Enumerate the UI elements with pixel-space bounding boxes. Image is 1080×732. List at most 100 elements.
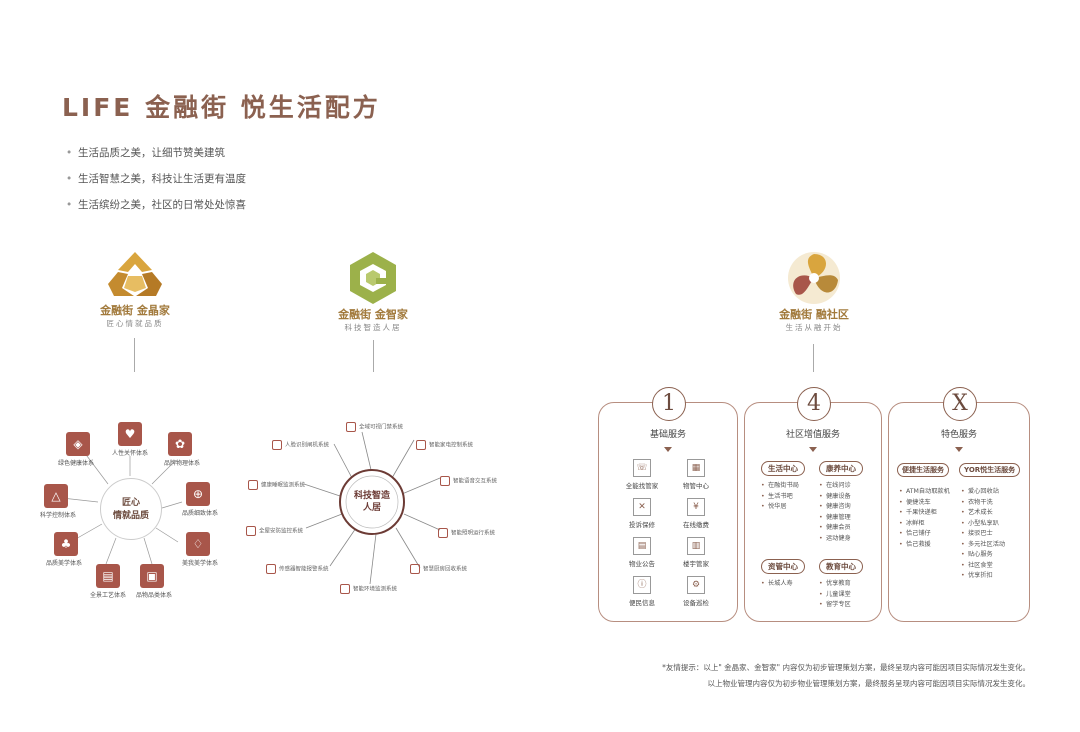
- zh-node-label: 传感器智能报警系统: [279, 566, 329, 573]
- radial-node-icon: ♢: [186, 532, 210, 556]
- zh-node: 传感器智能报警系统: [266, 564, 329, 574]
- group-pill: 便捷生活服务: [897, 463, 949, 477]
- bullet-item: 生活智慧之美，科技让生活更有温度: [66, 166, 246, 192]
- bullet-list: 生活品质之美，让细节赞美建筑 生活智慧之美，科技让生活更有温度 生活缤纷之美，社…: [66, 140, 246, 218]
- group-item: 健康咨询: [819, 502, 851, 513]
- zh-node-label: 全域可视门禁系统: [359, 424, 404, 431]
- radial-node-icon: ▤: [96, 564, 120, 588]
- hub-line: 匠心: [121, 498, 140, 508]
- zh-node-label: 人脸识别闸机系统: [285, 442, 330, 449]
- divider: [373, 340, 374, 372]
- card-title: 基础服务: [649, 430, 686, 440]
- zh-node-icon: [410, 564, 420, 574]
- group-pill: 教育中心: [819, 559, 863, 574]
- group-item: 多元社区活动: [961, 540, 1005, 551]
- radial-label: 品牌物理体系: [164, 460, 201, 467]
- hub-line: 情就品质: [112, 511, 149, 521]
- service-item: ☏全能找管家: [615, 459, 669, 490]
- group-item: 悦华居: [761, 502, 799, 513]
- service-item: ¥在线缴费: [669, 498, 723, 529]
- group-item: 儿童课堂: [819, 590, 851, 601]
- service-item: ▤物业公告: [615, 537, 669, 568]
- disclaimer-note: 以上物业管理内容仅为初步物业管理策划方案，最终服务呈现内容可能因项目实际情况发生…: [707, 679, 1031, 688]
- divider: [813, 344, 814, 372]
- radial-label: 美我美学体系: [182, 560, 219, 567]
- group-item: 生活书吧: [761, 492, 799, 503]
- group-item: 长城人寿: [761, 579, 793, 590]
- service-label: 投诉保修: [629, 521, 655, 529]
- group-item: 健康会员: [819, 523, 851, 534]
- service-item: ▥ 楼宇管家: [669, 537, 723, 568]
- card-value-added-service: 4 社区增值服务 生活中心 在融街书局 生活书吧 悦华居 康养中心 在线问诊 健…: [744, 387, 882, 622]
- zh-node: 全域可视门禁系统: [346, 422, 403, 432]
- group-item: 接驳巴士: [961, 529, 1005, 540]
- service-item: ✕ 投诉保修: [615, 498, 669, 529]
- zh-node-label: 智能环境监测系统: [353, 586, 398, 593]
- jinjing-logo-icon: [108, 252, 162, 296]
- bullet-item: 生活缤纷之美，社区的日常处处惊喜: [66, 192, 246, 218]
- group-item: 在线问诊: [819, 481, 851, 492]
- page-title: LIFE 金融街 悦生活配方: [62, 93, 381, 122]
- zh-node: 智慧厨房回收系统: [410, 564, 467, 574]
- zh-node: 健康睡眠监测系统: [248, 480, 305, 490]
- group-item: 贴心服务: [961, 550, 1005, 561]
- tower-icon: ▥: [687, 537, 705, 555]
- zh-node-icon: [438, 528, 448, 538]
- zh-node-label: 智慧厨房回收系统: [423, 566, 468, 573]
- brand-name: 金融街 金智家: [338, 308, 408, 321]
- jinjing-spokes: [61, 451, 183, 565]
- zh-node-label: 智能家电控制系统: [429, 442, 474, 449]
- group-pill: 生活中心: [761, 461, 805, 476]
- group-item: 爱心回收站: [961, 487, 1005, 498]
- radial-node-icon: ◈: [66, 432, 90, 456]
- disclaimer-note: *友情提示：以上" 金晶家、金智家" 内容仅为初步管理策划方案，最终呈现内容可能…: [662, 663, 1030, 672]
- group-item: 恰己救援: [899, 540, 950, 551]
- group-item: 优享教育: [819, 579, 851, 590]
- zh-node-label: 智能照明运行系统: [451, 530, 496, 537]
- group-item: 社区食堂: [961, 561, 1005, 572]
- group-pill: 康养中心: [819, 461, 863, 476]
- zh-node: 人脸识别闸机系统: [272, 440, 329, 450]
- service-label: 物业公告: [629, 560, 655, 568]
- group-item: 便捷洗车: [899, 498, 950, 509]
- group-item: ATM自动取款机: [899, 487, 950, 498]
- brand-tagline: 生活从融开始: [785, 323, 843, 332]
- card-number: X: [943, 387, 977, 421]
- group-item: 冰鲜柜: [899, 519, 950, 530]
- zh-node-label: 全屋安防监控系统: [259, 528, 304, 535]
- brand-tagline: 科技智造人居: [344, 323, 402, 332]
- group-items: 优享教育 儿童课堂 留学专区: [819, 579, 851, 611]
- divider: [134, 338, 135, 372]
- brand-name: 金融街 金晶家: [100, 304, 170, 317]
- radial-node-icon: ✿: [168, 432, 192, 456]
- card-special-service: X 特色服务 便捷生活服务 ATM自动取款机 便捷洗车 千果快递柜 冰鲜柜 恰己…: [888, 387, 1030, 622]
- radial-node-icon: ♣: [54, 532, 78, 556]
- jinzhi-spokes: [303, 431, 441, 585]
- zh-node-icon: [266, 564, 276, 574]
- jinzhi-radial: 科技智造 人居 全域可视门禁系统 智能家电控制系统 智能语音交互系统 智能照明运…: [244, 418, 504, 598]
- card-title: 特色服务: [940, 430, 977, 440]
- service-label: 楼宇管家: [683, 560, 709, 568]
- service-label: 全能找管家: [625, 482, 659, 490]
- brand-jinjing: 金融街 金晶家 匠心情就品质: [100, 250, 170, 329]
- zh-node: 全屋安防监控系统: [246, 526, 303, 536]
- group-items: ATM自动取款机 便捷洗车 千果快递柜 冰鲜柜 恰己铺仔 恰己救援: [899, 487, 950, 550]
- service-item: ⚙设备巡检: [669, 576, 723, 607]
- building-icon: ▦: [687, 459, 705, 477]
- group-items: 在线问诊 健康设备 健康咨询 健康管理 健康会员 运动健身: [819, 481, 851, 544]
- zh-node: 智能照明运行系统: [438, 528, 495, 538]
- service-label: 设备巡检: [683, 599, 709, 607]
- group-pill: 资管中心: [761, 559, 805, 574]
- radial-label: 品质美学体系: [46, 560, 83, 567]
- service-label: 便民信息: [629, 599, 655, 607]
- brand-jinzhi: 金融街 金智家 科技智造人居: [338, 250, 408, 333]
- wrench-icon: ✕: [633, 498, 651, 516]
- brand-rongshequ: 金融街 融社区 生活从融开始: [776, 250, 852, 333]
- info-icon: ⓘ: [633, 576, 651, 594]
- payment-icon: ¥: [687, 498, 705, 516]
- radial-label: 品物品类体系: [136, 592, 173, 599]
- group-item: 优享折扣: [961, 571, 1005, 582]
- group-item: 恰己铺仔: [899, 529, 950, 540]
- zh-node: 智能家电控制系统: [416, 440, 473, 450]
- zh-node-icon: [272, 440, 282, 450]
